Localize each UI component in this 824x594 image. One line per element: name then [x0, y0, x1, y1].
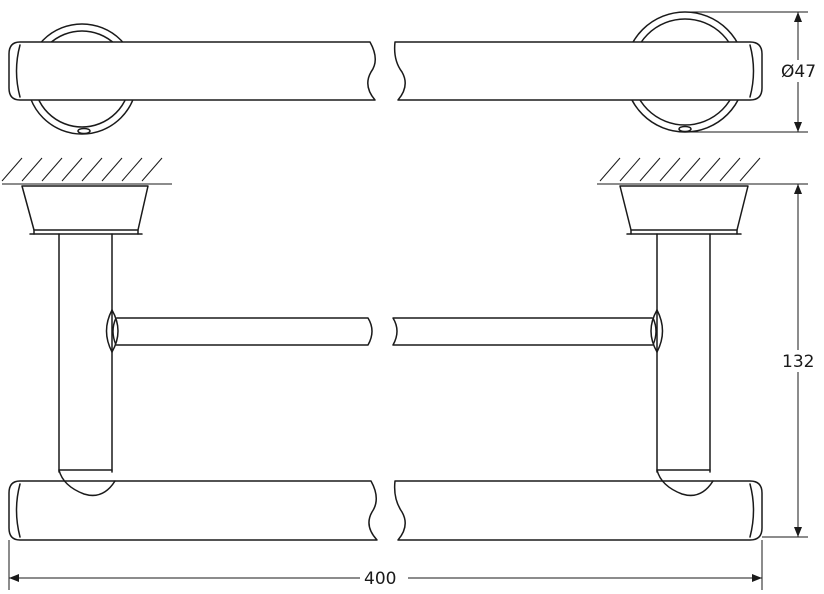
- left-post: [58, 233, 113, 473]
- left-bar-clip: [105, 309, 119, 353]
- height-label: 132: [782, 352, 814, 372]
- height-dimension: 132: [755, 183, 820, 538]
- left-mount: [21, 185, 149, 235]
- left-wall-hatch: [1, 157, 172, 185]
- right-post: [656, 233, 711, 473]
- right-wall-hatch: [597, 157, 772, 185]
- right-mount: [619, 185, 749, 235]
- side-view: 132 400: [1, 157, 820, 590]
- lower-bar-left: [8, 469, 378, 541]
- lower-bar-right: [393, 469, 763, 541]
- diameter-dimension: Ø47: [685, 11, 821, 133]
- right-bar-clip: [650, 309, 664, 353]
- width-label: 400: [364, 569, 396, 589]
- upper-bar-left: [116, 317, 373, 346]
- top-bar-right: [393, 41, 763, 101]
- diameter-label: Ø47: [781, 62, 816, 82]
- width-dimension: 400: [8, 540, 763, 590]
- top-bar-left: [8, 41, 376, 101]
- top-view: Ø47: [8, 11, 821, 135]
- upper-bar-right: [392, 317, 653, 346]
